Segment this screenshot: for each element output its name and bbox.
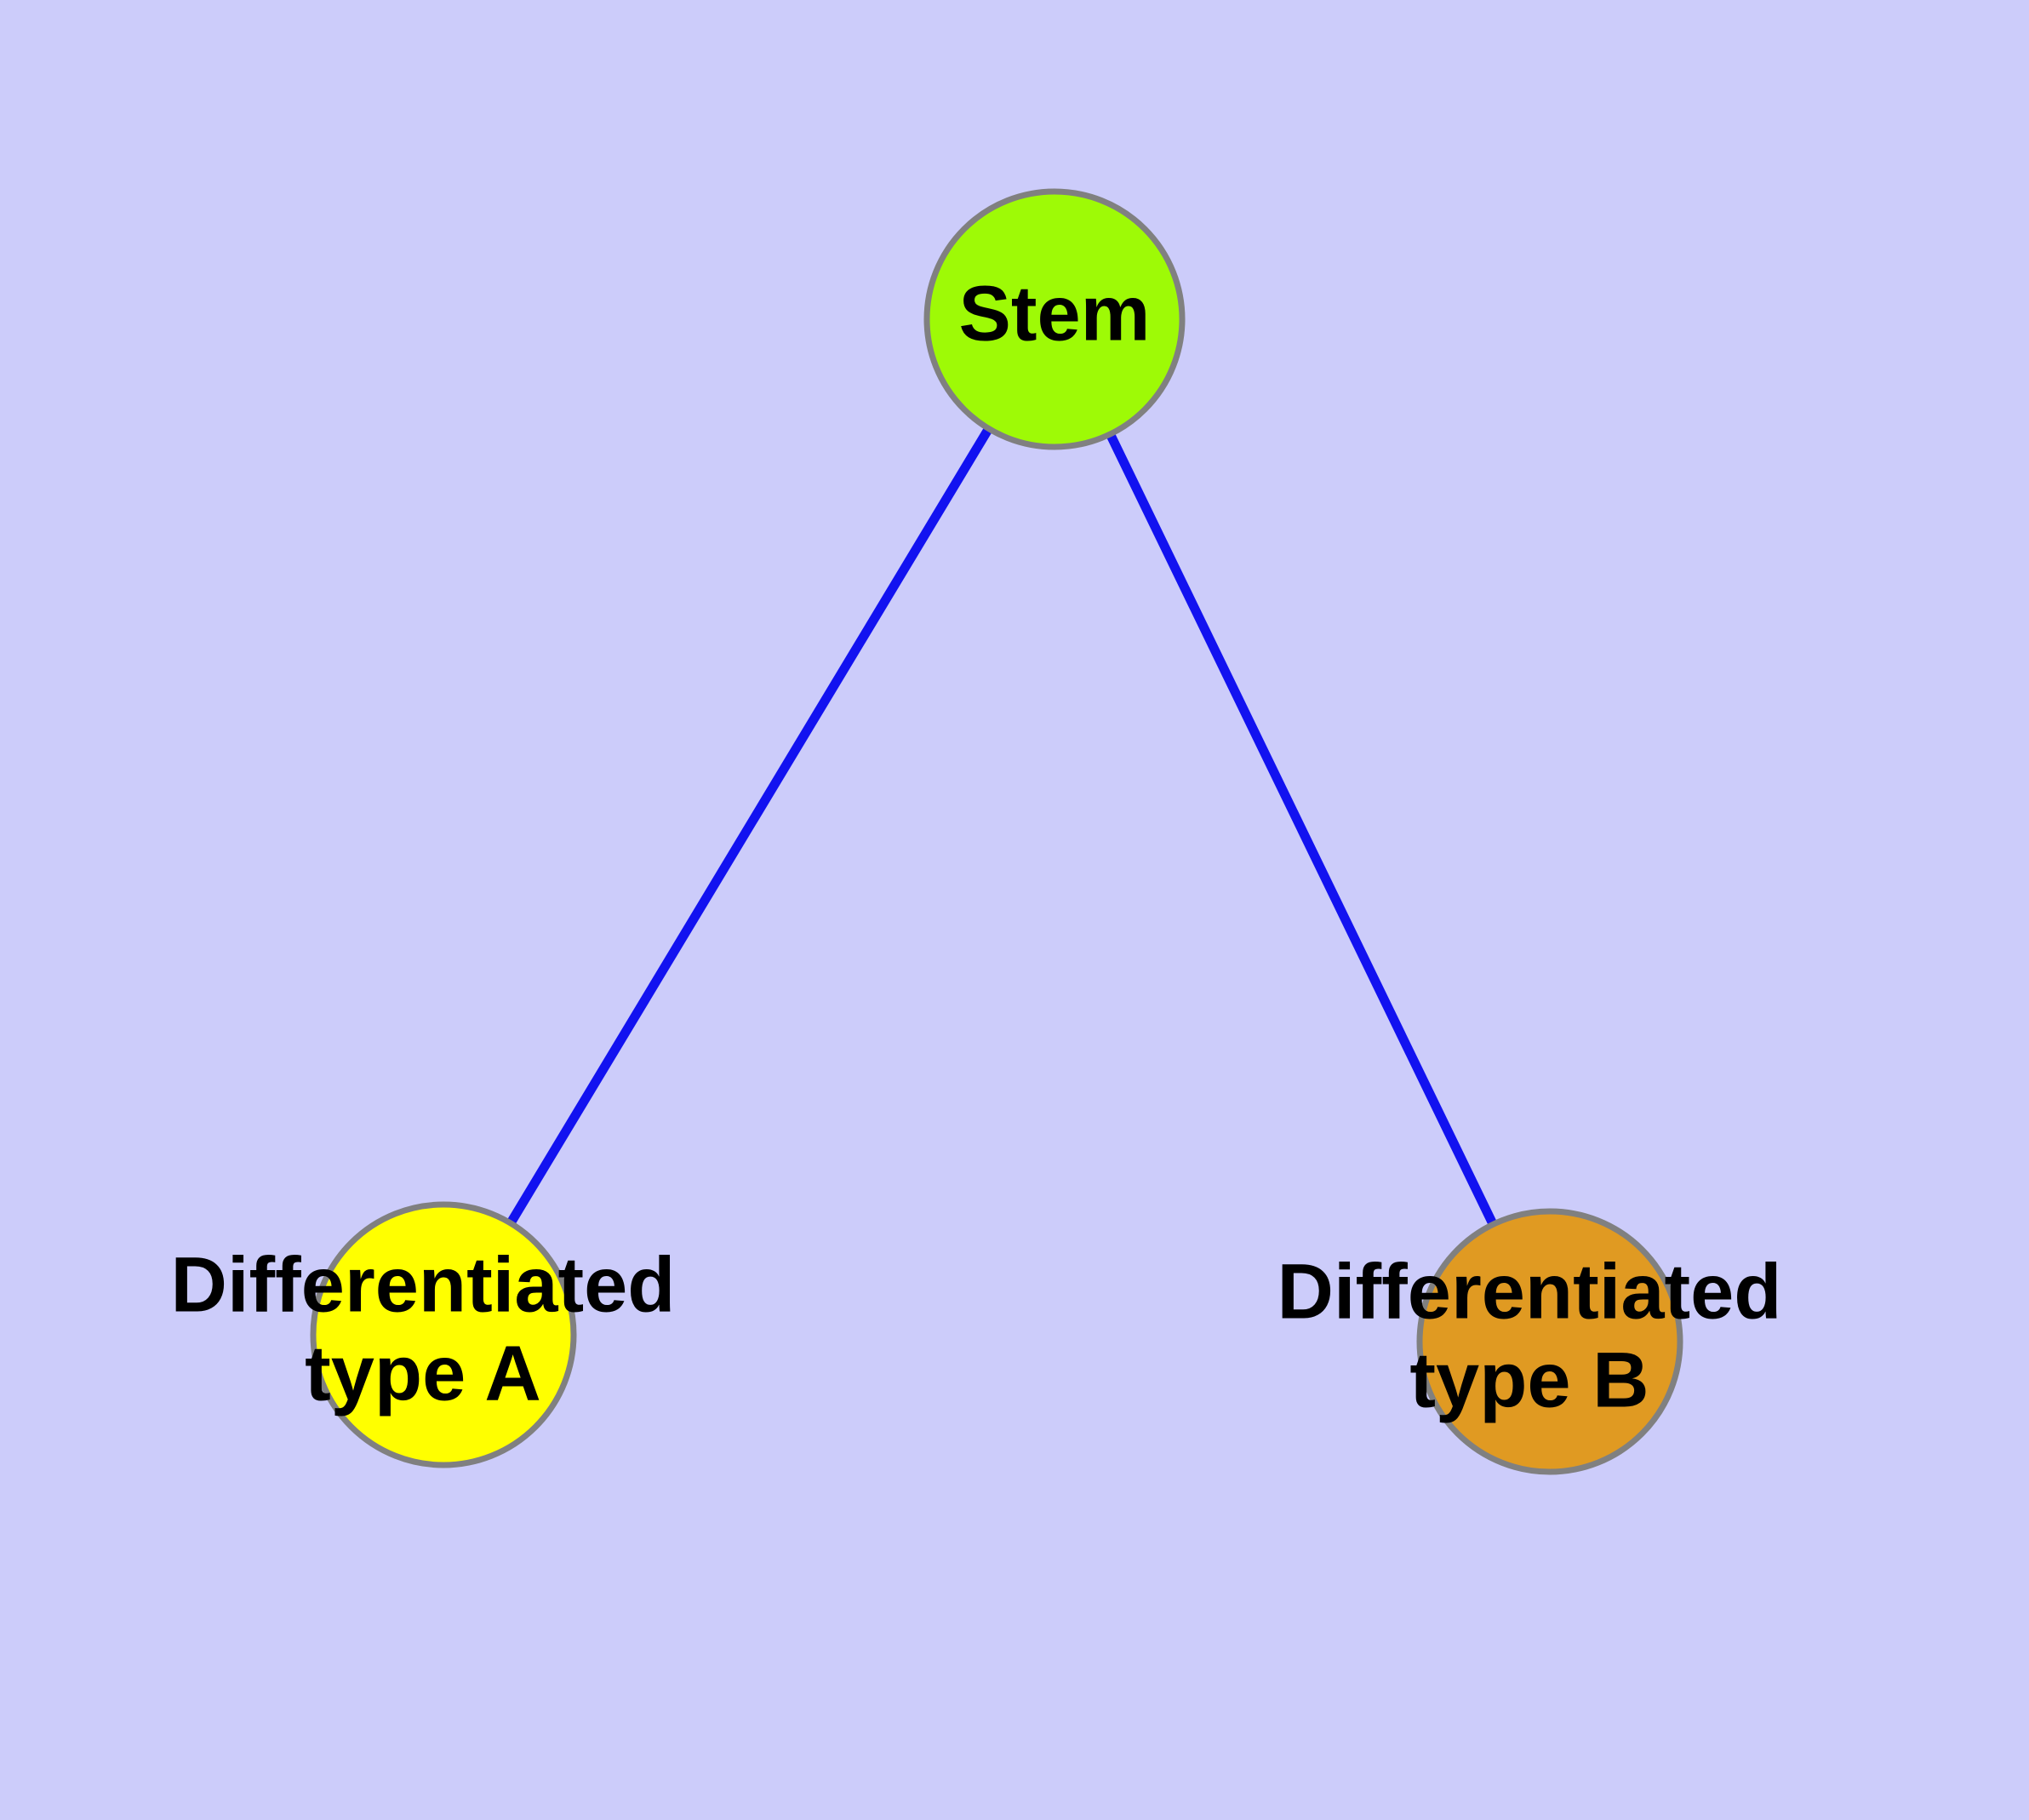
node-circle-diff-a[interactable] (310, 1201, 577, 1468)
node-stem[interactable]: Stem (923, 188, 1186, 450)
node-label-diff-a-line-1: Differentiated (171, 1241, 676, 1328)
node-label-diff-b-line-2: type B (1409, 1336, 1649, 1423)
node-label-stem-line-1: Stem (959, 270, 1151, 357)
edge-stem-to-b (1105, 430, 1499, 1228)
node-circle-diff-b[interactable] (1416, 1208, 1683, 1475)
edge-stem-to-a (506, 424, 994, 1228)
node-label-diff-a-line-2: type A (305, 1330, 541, 1417)
node-label-diff-b-line-1: Differentiated (1277, 1248, 1782, 1335)
node-circle-stem[interactable] (923, 188, 1186, 450)
edge-layer (506, 424, 1499, 1228)
